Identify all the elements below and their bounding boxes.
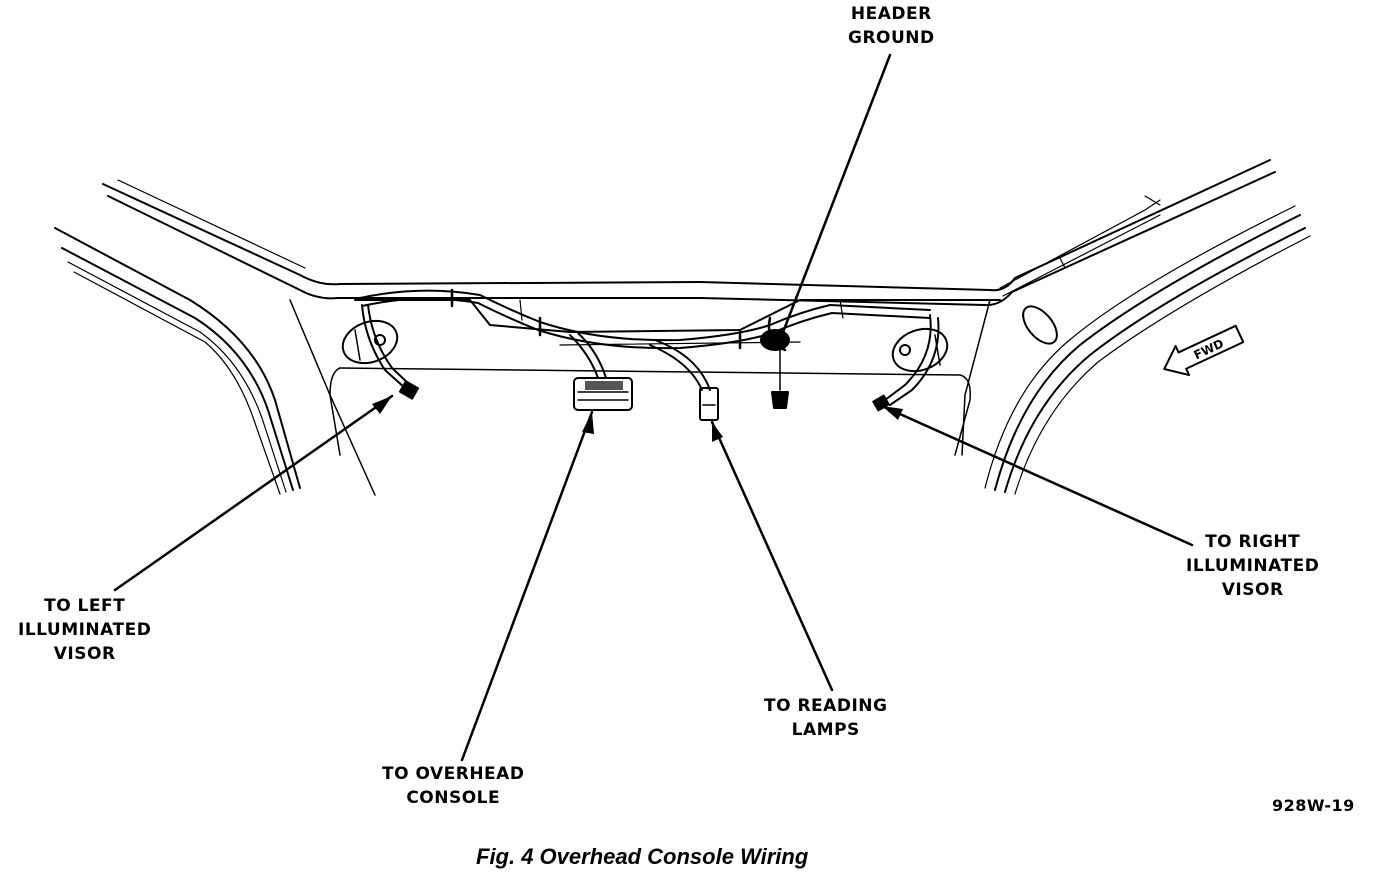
ground-terminal bbox=[771, 391, 789, 409]
leader-header-ground bbox=[778, 53, 892, 342]
leader-right-visor bbox=[880, 404, 1194, 547]
overhead-console-connector bbox=[573, 377, 633, 411]
wiring-harness bbox=[359, 288, 940, 421]
figure-caption: Fig. 4 Overhead Console Wiring bbox=[476, 844, 809, 869]
leader-left-visor bbox=[113, 394, 394, 592]
left-visor-mount bbox=[341, 319, 399, 365]
label-header-ground: HEADER GROUND bbox=[848, 4, 935, 48]
label-overhead-console: TO OVERHEAD CONSOLE bbox=[382, 764, 525, 808]
left-headliner-edge bbox=[102, 179, 701, 496]
left-a-pillar bbox=[54, 227, 301, 495]
leader-overhead-console bbox=[460, 410, 594, 762]
leader-lines bbox=[113, 53, 1194, 762]
figure-code: 928W-19 bbox=[1272, 796, 1355, 815]
label-left-visor: TO LEFT ILLUMINATED VISOR bbox=[18, 596, 152, 664]
label-right-visor: TO RIGHT ILLUMINATED VISOR bbox=[1186, 532, 1320, 600]
label-reading-lamps: TO READING LAMPS bbox=[764, 696, 888, 740]
leader-reading-lamps bbox=[710, 420, 834, 692]
right-visor-mount bbox=[891, 327, 949, 373]
header-panel bbox=[329, 299, 1001, 456]
right-headliner-edge bbox=[699, 159, 1276, 456]
right-a-pillar bbox=[984, 205, 1311, 495]
leader-arrowheads bbox=[372, 396, 903, 442]
reading-lamps-connector bbox=[699, 387, 719, 421]
fwd-arrow: FWD bbox=[1163, 324, 1245, 377]
dome-light bbox=[1022, 305, 1058, 345]
